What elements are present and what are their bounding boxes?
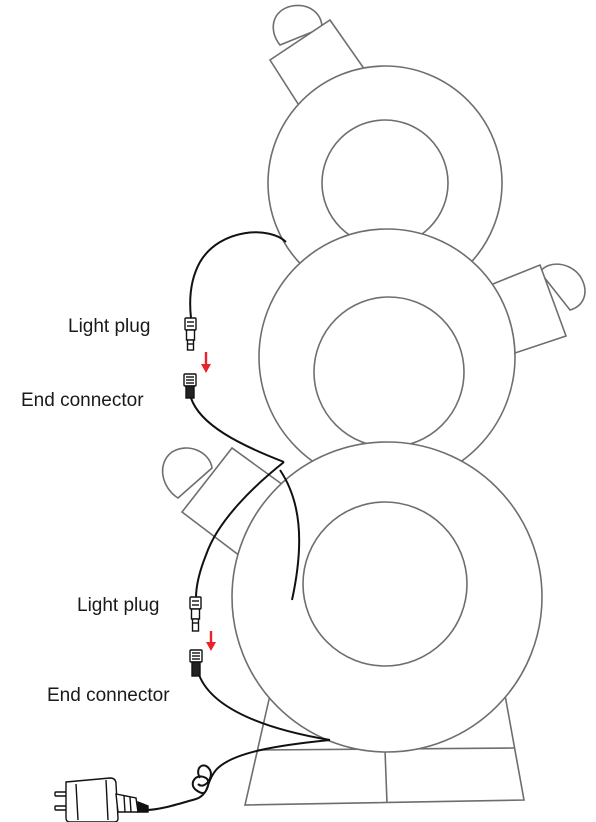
power-cord-coil xyxy=(197,764,212,787)
end-connector-label-upper: End connector xyxy=(21,390,144,411)
light-plug-label-lower: Light plug xyxy=(77,595,160,616)
base-divider-vertical xyxy=(384,749,388,804)
power-adapter-icon xyxy=(54,777,149,822)
top-hat-knob xyxy=(272,4,323,46)
upper-end-cable xyxy=(190,397,285,463)
top-ring-inner xyxy=(321,119,449,247)
red-down-arrow-icon xyxy=(206,631,216,651)
junction-wire xyxy=(279,469,301,601)
light-plug-icon xyxy=(184,317,197,351)
snowman-outline xyxy=(161,4,586,806)
power-cord xyxy=(145,739,331,811)
left-arm-knob xyxy=(161,447,213,499)
right-arm-knob xyxy=(539,263,586,311)
end-connector-label-lower: End connector xyxy=(47,685,170,706)
red-down-arrow-icon xyxy=(201,352,211,373)
lower-end-cable xyxy=(197,671,331,741)
light-plug-label-upper: Light plug xyxy=(68,316,151,337)
end-connector-icon xyxy=(183,373,197,399)
middle-ring-inner xyxy=(313,296,465,448)
cables xyxy=(145,231,331,811)
light-plug-icon xyxy=(189,596,202,632)
end-connector-icon xyxy=(189,649,203,677)
upper-light-cable xyxy=(189,231,287,319)
lower-light-cable xyxy=(195,461,285,599)
bottom-ring-inner xyxy=(302,501,468,667)
